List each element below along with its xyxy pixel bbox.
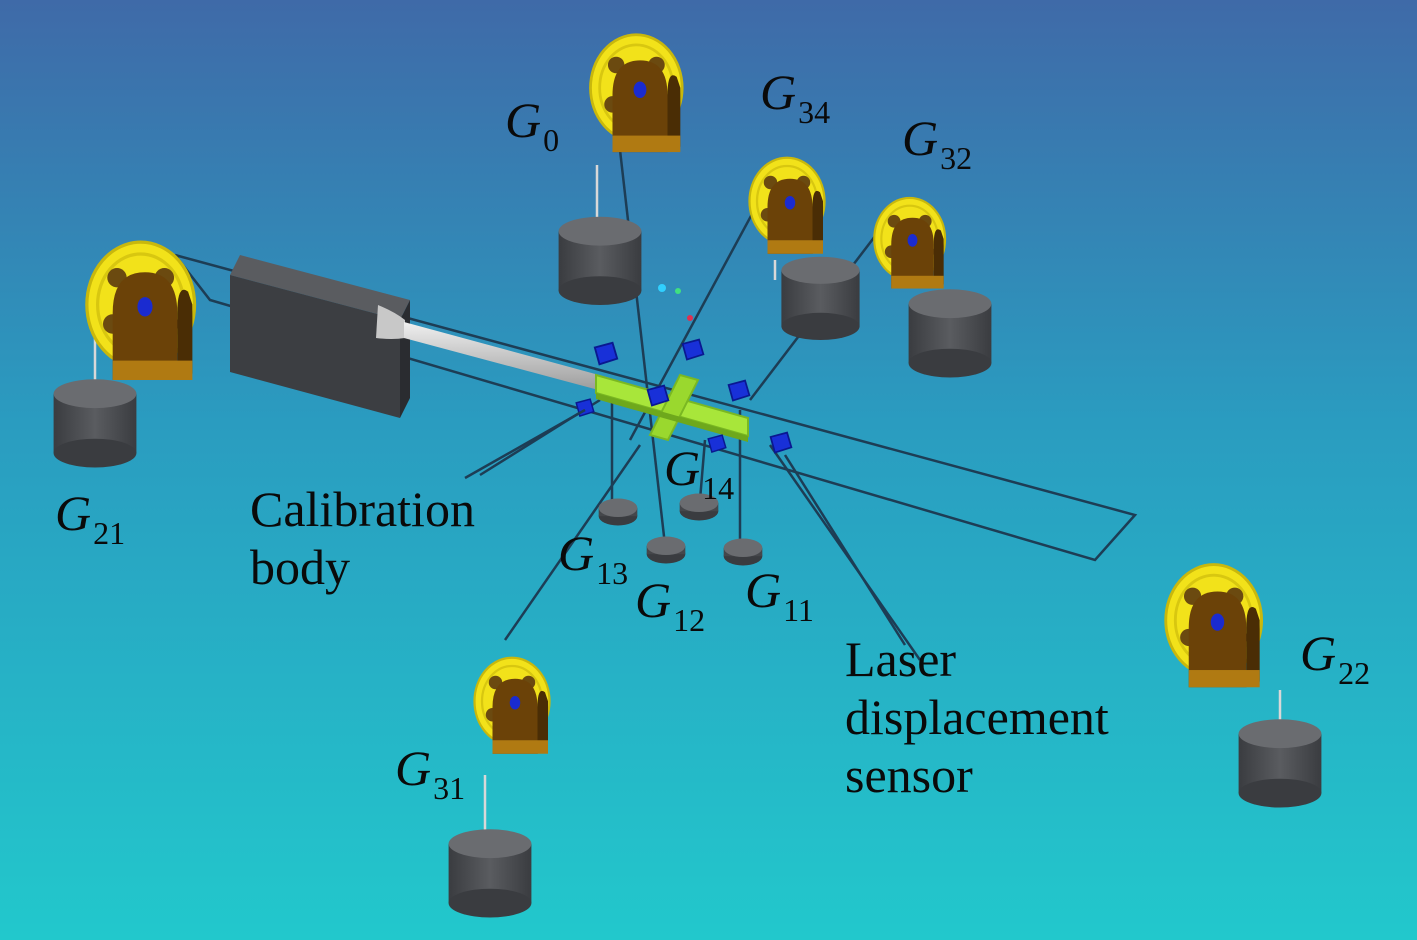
callout-leaders <box>464 408 907 646</box>
label-g22: G22 <box>1300 625 1371 692</box>
weight-g0 <box>558 216 642 305</box>
guide-strings <box>93 165 1282 835</box>
callout-calibration-body: Calibration body <box>250 481 475 595</box>
label-g31: G31 <box>395 740 466 807</box>
label-g11: G11 <box>745 562 814 629</box>
weight-g32 <box>908 289 992 378</box>
label-g12: G12 <box>635 572 706 639</box>
label-g32: G32 <box>902 110 973 177</box>
label-g13: G13 <box>558 525 629 592</box>
weight-disk-g13 <box>598 498 638 526</box>
weight-g31 <box>448 829 532 918</box>
marker-dots <box>658 284 693 321</box>
calibration-body <box>595 373 749 442</box>
label-g21: G21 <box>55 485 126 552</box>
label-g0: G0 <box>505 92 560 159</box>
weight-g21 <box>53 379 137 468</box>
label-g14: G14 <box>664 440 735 507</box>
loading-actuator <box>230 255 610 418</box>
label-g34: G34 <box>760 64 831 131</box>
weight-g34 <box>781 256 860 340</box>
callout-laser-displacement-sensor: Laser displacement sensor <box>845 631 1109 803</box>
weight-disk-g12 <box>646 536 686 564</box>
weight-g22 <box>1238 719 1322 808</box>
